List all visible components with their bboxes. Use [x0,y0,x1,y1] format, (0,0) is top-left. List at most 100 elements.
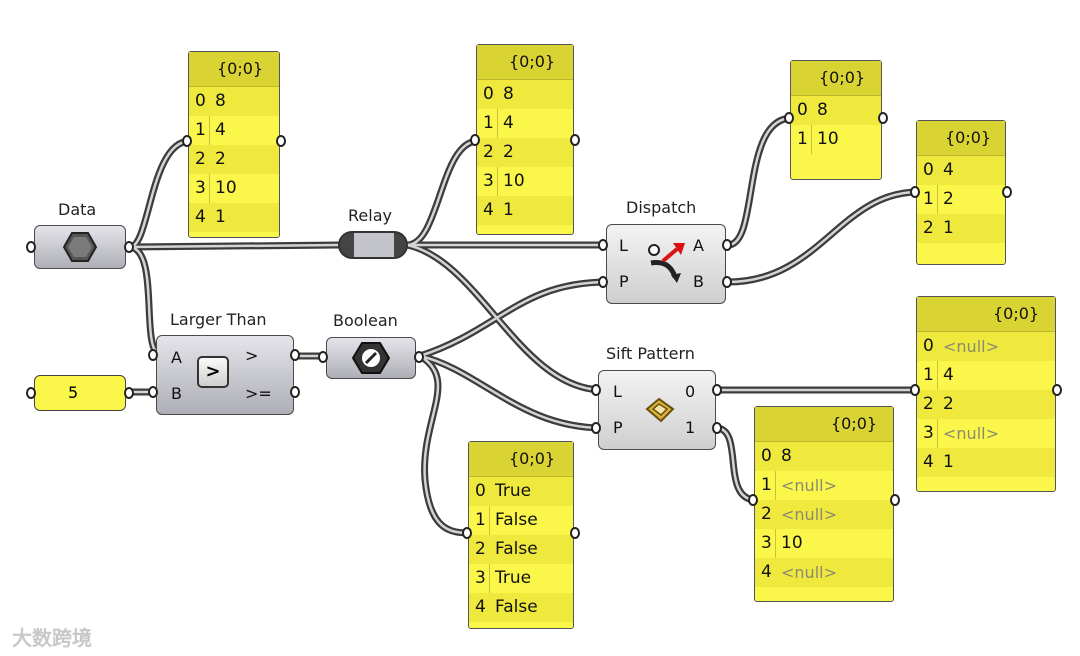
dispatch-b-panel-input-grip[interactable] [910,186,920,198]
panel-row-value: 2 [943,189,954,209]
panel-row-value: 8 [215,91,226,111]
panel-row: 4<null> [755,558,893,587]
number-input[interactable]: 5 [34,375,126,411]
sift-grip-p[interactable] [591,422,601,434]
larger-than-grip-gt[interactable] [290,349,300,361]
sift-pattern-component[interactable]: L P 0 1 [598,370,716,450]
dispatch-b-panel-output-grip[interactable] [1002,186,1012,198]
panel-row-value: False [495,539,538,559]
dispatch-a-panel-input-grip[interactable] [784,112,794,124]
sift-1-panel-output-grip[interactable] [890,494,900,506]
panel-row-index: 4 [923,452,934,472]
panel-row: 2<null> [755,500,893,529]
sift-output-0: 0 [685,382,696,401]
panel-row-value: 2 [943,394,954,414]
boolean-component[interactable] [326,337,416,379]
number-input-grip[interactable] [26,387,36,399]
dispatch-a-panel-output-grip[interactable] [878,112,888,124]
sift-grip-1[interactable] [712,422,722,434]
number-value: 5 [68,383,79,402]
boolean-output-grip[interactable] [414,351,424,363]
panel-row-index: 0 [195,91,206,111]
sift-grip-l[interactable] [591,384,601,396]
sift-input-p: P [613,418,623,437]
larger-than-output-gte: >= [245,384,272,403]
data-output-grip[interactable] [124,241,134,253]
larger-than-title: Larger Than [170,310,267,329]
data-component[interactable] [34,225,126,269]
panel-row-index: 2 [923,394,934,414]
boolean-panel-output-grip[interactable] [570,527,580,539]
data-panel-input-grip[interactable] [182,135,192,147]
panel-header: {0;0} [509,449,556,468]
sift-pattern-title: Sift Pattern [606,344,695,363]
dispatch-icon [648,243,685,283]
dispatch-grip-l[interactable] [598,239,608,251]
panel-row: 1<null> [755,471,893,500]
relay-panel-input-grip[interactable] [470,134,480,146]
dispatch-grip-a[interactable] [722,239,732,251]
dispatch-grip-b[interactable] [722,276,732,288]
larger-than-grip-b[interactable] [148,386,158,398]
panel-row-value: 2 [215,149,226,169]
relay-title: Relay [348,206,392,225]
data-panel-output-grip[interactable] [276,135,286,147]
boolean-input-grip[interactable] [318,351,328,363]
watermark: 大数跨境 [12,626,92,650]
panel-row-value: True [495,481,532,501]
panel-row-index: 3 [475,568,486,588]
panel-row-index: 1 [483,113,494,133]
panel-header: {0;0} [509,52,556,71]
boolean-hexagon-icon [352,342,390,374]
sift-grip-0[interactable] [712,384,722,396]
panel-row-index: 2 [923,218,934,238]
relay-component[interactable] [338,231,408,259]
sift-0-panel-input-grip[interactable] [910,384,920,396]
panel-row-index: 1 [475,510,486,530]
dispatch-component[interactable]: L P A B [606,224,726,304]
panel-row-index: 0 [923,160,934,180]
panel-row-index: 2 [195,149,206,169]
data-input-grip[interactable] [26,241,36,253]
panel-row-value: 4 [943,365,954,385]
larger-than-input-b: B [171,384,182,403]
panel-row-value: 8 [503,84,514,104]
relay-panel-output-grip[interactable] [570,134,580,146]
panel-row-index: 3 [195,178,206,198]
panel-row-value: 4 [943,160,954,180]
number-output-grip[interactable] [124,387,134,399]
panel-row-index: 0 [761,446,772,466]
panel-row-value: <null> [943,424,999,443]
panel-row-index: 4 [475,597,486,617]
panel-row-value: 1 [943,452,954,472]
panel-row-index: 0 [797,100,808,120]
larger-than-component[interactable]: A B > > >= [156,335,294,415]
boolean-panel-input-grip[interactable] [462,527,472,539]
sift-0-panel-output-grip[interactable] [1052,384,1062,396]
dispatch-grip-p[interactable] [598,276,608,288]
sift-1-panel-input-grip[interactable] [748,494,758,506]
panel-row-value: 10 [503,171,525,191]
larger-than-grip-gte[interactable] [290,386,300,398]
larger-than-grip-a[interactable] [148,349,158,361]
